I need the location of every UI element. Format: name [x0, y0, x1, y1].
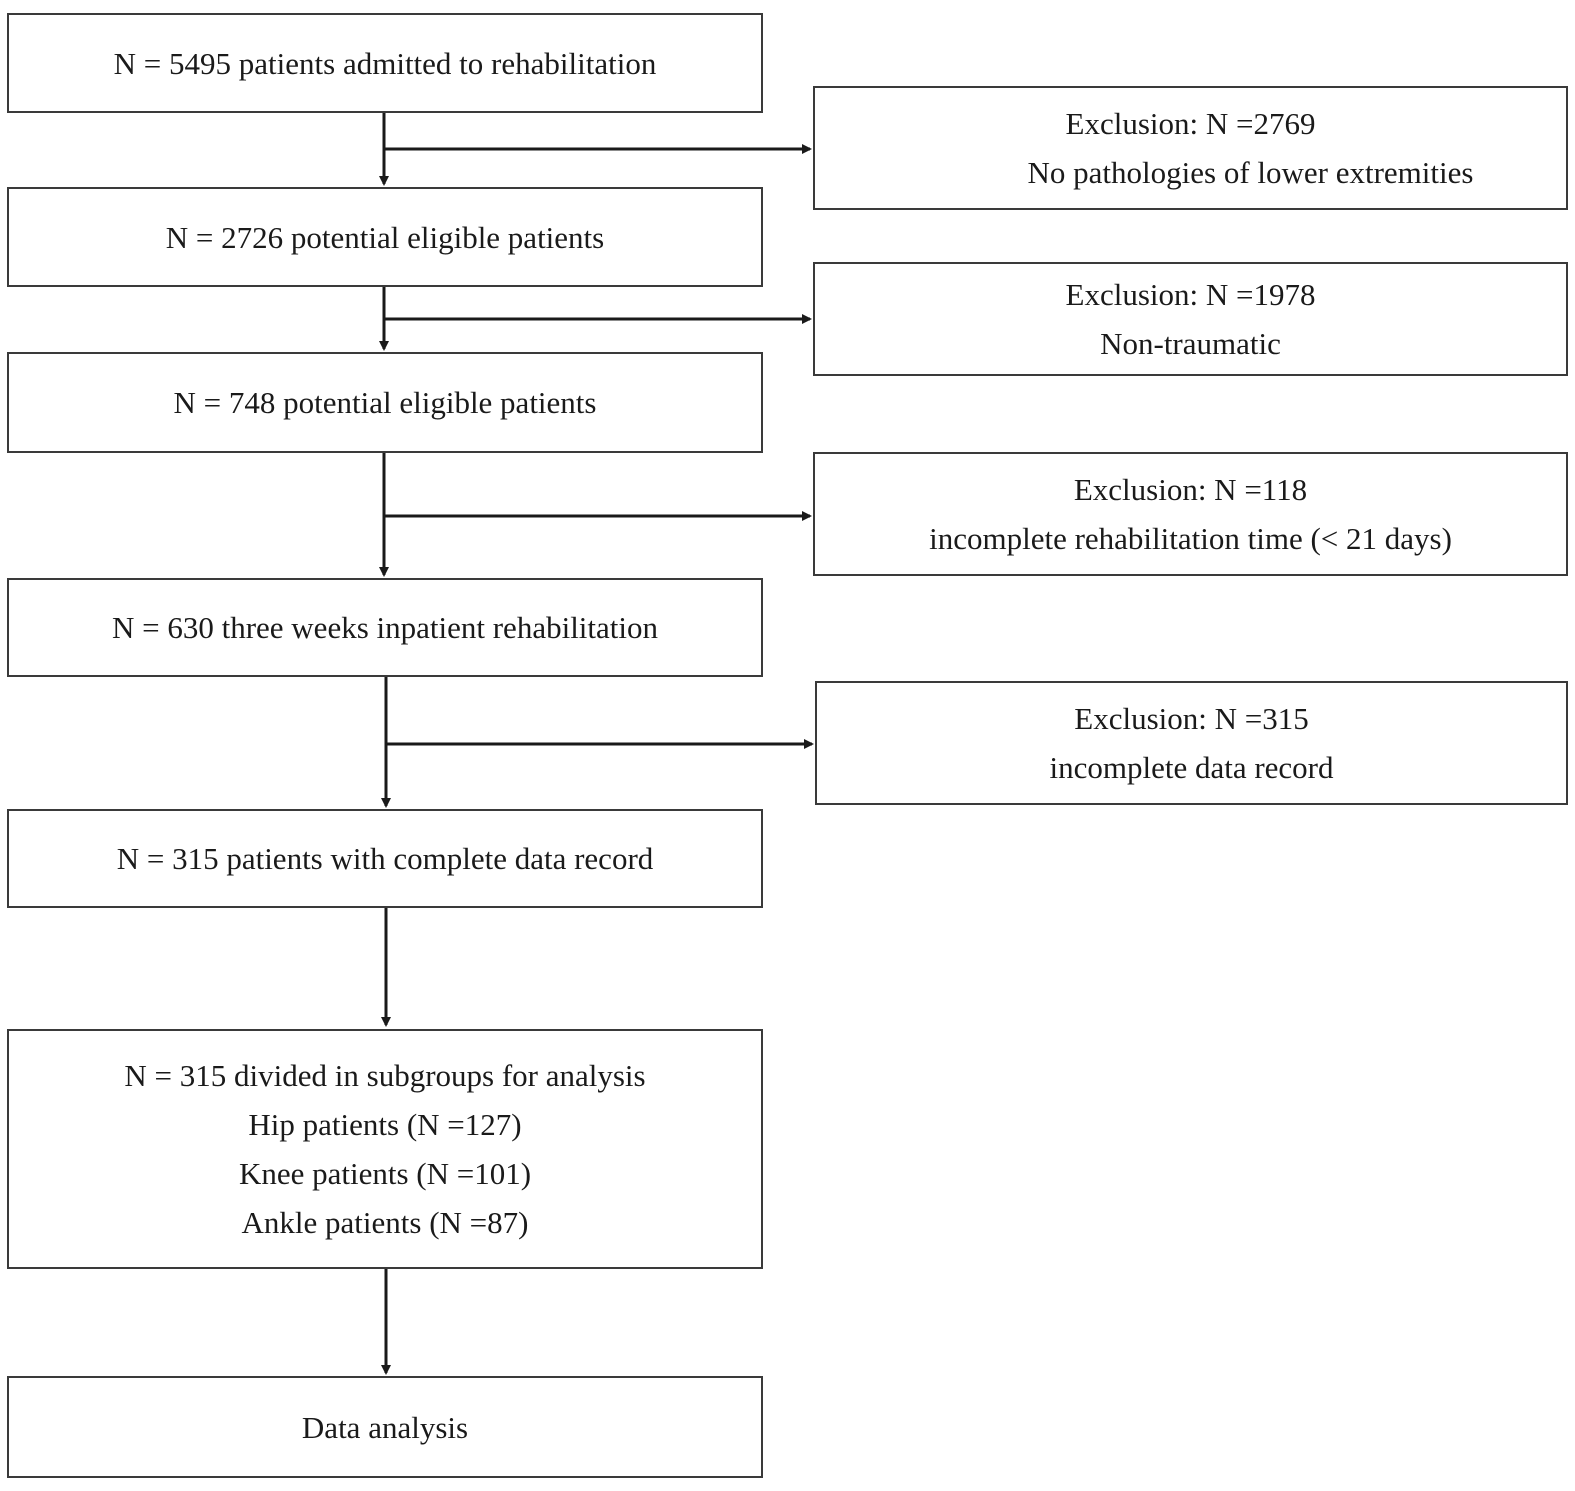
step-subgroups-box: N = 315 divided in subgroups for analysi…: [7, 1029, 763, 1269]
exclusion-2-reason: Non-traumatic: [1100, 326, 1281, 361]
exclusion-2-count: Exclusion: N =1978: [1065, 277, 1316, 312]
step-subgroups-ankle: Ankle patients (N =87): [241, 1205, 529, 1240]
exclusion-2-box: Exclusion: N =1978 Non-traumatic: [813, 262, 1568, 376]
exclusion-3-reason: incomplete rehabilitation time (< 21 day…: [929, 521, 1452, 556]
exclusion-1-reason: No pathologies of lower extremities: [1027, 155, 1474, 190]
step-three-weeks-box: N = 630 three weeks inpatient rehabilita…: [7, 578, 763, 677]
step-data-analysis-text: Data analysis: [301, 1409, 469, 1445]
exclusion-3-box: Exclusion: N =118 incomplete rehabilitat…: [813, 452, 1568, 576]
step-subgroups-hip: Hip patients (N =127): [248, 1107, 522, 1142]
step-complete-record-box: N = 315 patients with complete data reco…: [7, 809, 763, 908]
step-three-weeks-text: N = 630 three weeks inpatient rehabilita…: [111, 610, 659, 645]
exclusion-4-reason: incomplete data record: [1049, 750, 1334, 785]
step-subgroups-knee: Knee patients (N =101): [238, 1156, 532, 1191]
step-eligible-748-box: N = 748 potential eligible patients: [7, 352, 763, 453]
exclusion-1-box: Exclusion: N =2769 No pathologies of low…: [813, 86, 1568, 210]
step-subgroups-title: N = 315 divided in subgroups for analysi…: [124, 1058, 646, 1093]
exclusion-4-count: Exclusion: N =315: [1074, 701, 1309, 736]
exclusion-4-box: Exclusion: N =315 incomplete data record: [815, 681, 1568, 805]
step-eligible-748-text: N = 748 potential eligible patients: [173, 385, 597, 420]
step-eligible-2726-box: N = 2726 potential eligible patients: [7, 187, 763, 287]
step-admitted-box: N = 5495 patients admitted to rehabilita…: [7, 13, 763, 113]
step-data-analysis-box: Data analysis: [7, 1376, 763, 1478]
exclusion-1-count: Exclusion: N =2769: [1065, 106, 1316, 141]
exclusion-3-count: Exclusion: N =118: [1073, 472, 1308, 507]
step-complete-record-text: N = 315 patients with complete data reco…: [116, 841, 654, 876]
step-eligible-2726-text: N = 2726 potential eligible patients: [165, 219, 605, 255]
step-admitted-text: N = 5495 patients admitted to rehabilita…: [113, 45, 657, 81]
